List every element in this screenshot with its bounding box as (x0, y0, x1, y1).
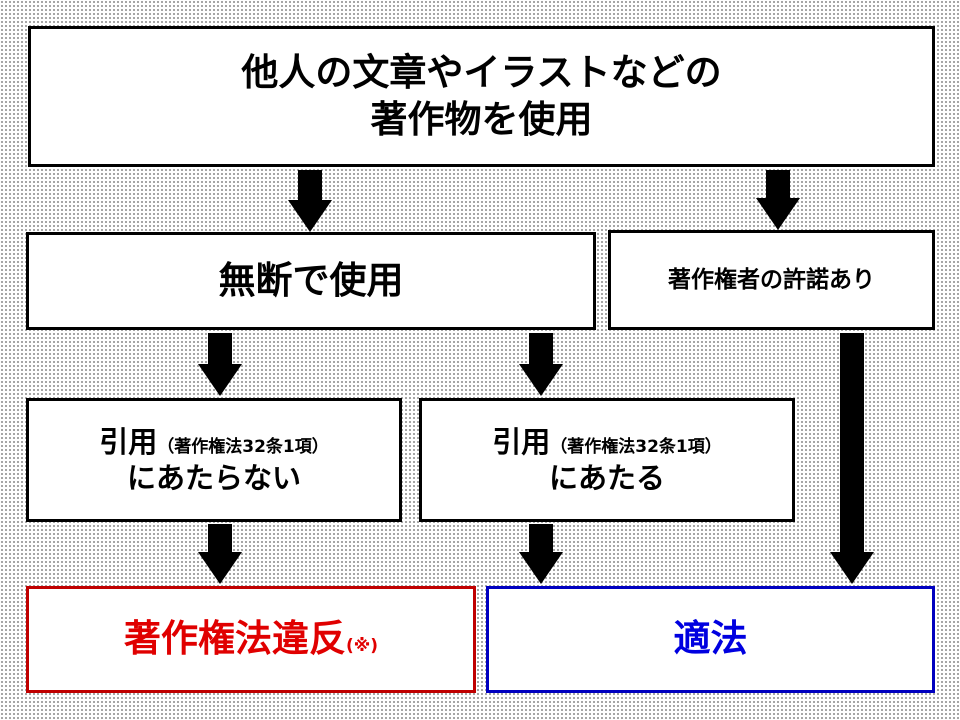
arrow-down-icon (519, 333, 563, 396)
arrow-down-icon (519, 524, 563, 584)
arrow-down-icon (198, 333, 242, 396)
statute-reference: （著作権法32条1項） (157, 436, 329, 457)
legal-box: 適法 (486, 586, 935, 693)
permission-granted-label: 著作権者の許諾あり (668, 266, 875, 293)
quotation-term: 引用 (99, 424, 158, 459)
arrow-down-icon (830, 333, 874, 584)
legal-label: 適法 (673, 617, 748, 661)
quotation-term: 引用 (492, 424, 551, 459)
statute-reference: （著作権法32条1項） (550, 436, 722, 457)
unauthorized-use-label: 無断で使用 (218, 258, 404, 302)
start-box-line2: 著作物を使用 (370, 97, 593, 141)
copyright-violation-label: 著作権法違反 (123, 617, 346, 661)
permission-granted-box: 著作権者の許諾あり (608, 230, 935, 330)
arrow-down-icon (198, 524, 242, 584)
footnote-mark: (※) (345, 636, 379, 657)
start-box-line1: 他人の文章やイラストなどの (241, 51, 722, 95)
arrow-down-icon (288, 170, 332, 232)
not-quotation-box: 引用（著作権法32条1項） にあたらない (26, 398, 402, 522)
not-quotation-outcome: にあたらない (126, 461, 301, 495)
copyright-violation-box: 著作権法違反(※) (26, 586, 476, 693)
arrow-down-icon (756, 170, 800, 230)
start-box-use-copyrighted-work: 他人の文章やイラストなどの 著作物を使用 (28, 26, 935, 167)
is-quotation-box: 引用（著作権法32条1項） にあたる (419, 398, 795, 522)
is-quotation-outcome: にあたる (548, 461, 665, 495)
unauthorized-use-box: 無断で使用 (26, 232, 596, 330)
